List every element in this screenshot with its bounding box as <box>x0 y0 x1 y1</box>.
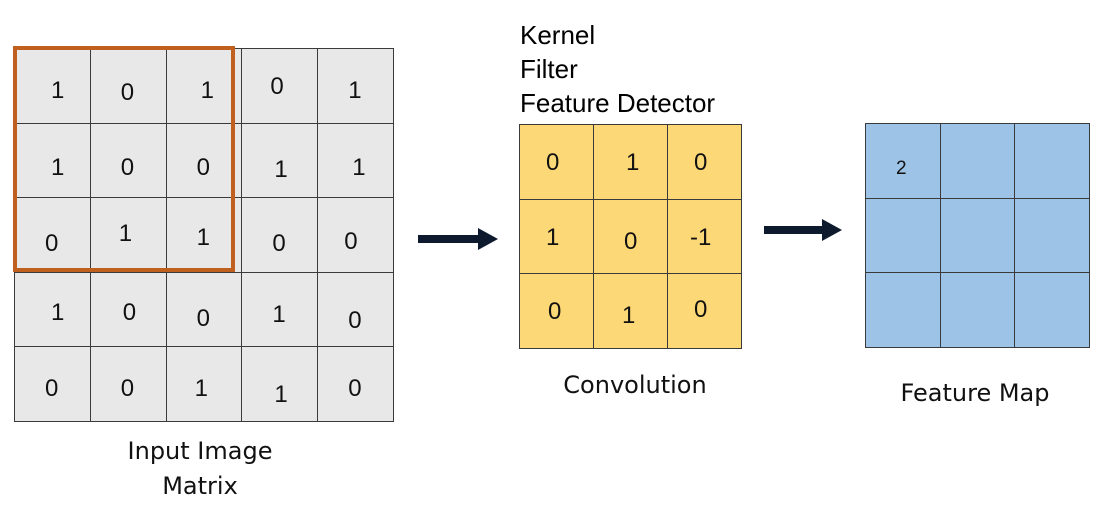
input-matrix-cell-value: 0 <box>45 375 59 403</box>
input-matrix-label-line2: Matrix <box>162 471 238 500</box>
input-matrix-cell-value: 0 <box>120 79 135 106</box>
right-arrow-icon <box>418 228 498 250</box>
input-matrix-cell-value: 0 <box>122 298 137 326</box>
input-matrix-cell: 0 <box>166 123 243 199</box>
kernel-matrix-cell-value: 0 <box>548 298 562 326</box>
input-matrix-cell: 1 <box>15 123 91 199</box>
kernel-matrix-cell-value: 0 <box>694 296 708 324</box>
input-matrix-cell-value: 1 <box>194 375 208 403</box>
kernel-matrix-cell: 0 <box>594 199 668 275</box>
input-matrix-cell-value: 1 <box>274 381 288 409</box>
input-matrix-cell: 0 <box>15 198 91 273</box>
input-matrix-cell: 1 <box>15 272 91 348</box>
input-matrix-cell: 0 <box>242 49 319 124</box>
input-matrix-cell: 0 <box>318 272 394 348</box>
input-matrix-cell-value: 0 <box>344 228 358 256</box>
input-matrix-cell-value: 0 <box>270 73 284 100</box>
kernel-matrix-cell: 0 <box>520 125 594 200</box>
input-matrix-cell-value: 1 <box>200 77 214 104</box>
input-matrix-cell: 0 <box>166 272 243 348</box>
input-matrix-cell-value: 0 <box>348 375 362 403</box>
kernel-name-filter: Filter <box>520 54 578 84</box>
input-matrix-cell-value: 0 <box>272 230 286 258</box>
input-matrix-cell: 1 <box>242 123 319 199</box>
input-matrix-cell: 0 <box>90 123 167 199</box>
convolution-label: Convolution <box>563 371 707 399</box>
input-matrix-cell-value: 1 <box>51 298 65 326</box>
kernel-name-feature-detector: Feature Detector <box>520 88 716 118</box>
kernel-matrix: 0 1 0 1 0 -1 0 1 0 <box>519 124 742 349</box>
input-matrix-cell: 0 <box>318 198 394 273</box>
input-matrix-cell: 0 <box>242 198 319 273</box>
input-matrix-cell: 1 <box>242 272 319 348</box>
kernel-matrix-cell: 0 <box>668 125 742 200</box>
kernel-matrix-cell-value: -1 <box>690 223 712 251</box>
feature-map-cell <box>940 198 1016 274</box>
feature-map-cell <box>940 124 1016 199</box>
feature-map-cell <box>1015 273 1090 348</box>
input-matrix-cell-value: 0 <box>196 304 210 332</box>
kernel-matrix-cell-value: 0 <box>624 227 638 255</box>
feature-map-cell <box>1015 198 1090 274</box>
input-matrix-cell: 1 <box>15 49 91 124</box>
input-matrix-cell: 0 <box>15 347 91 422</box>
feature-map-cell-value: 2 <box>896 158 907 179</box>
kernel-name-kernel: Kernel <box>520 20 596 50</box>
feature-map-cell <box>866 273 941 348</box>
input-matrix-cell: 1 <box>166 347 243 422</box>
input-matrix-cell-value: 0 <box>348 306 362 334</box>
feature-map-cell <box>940 273 1016 348</box>
feature-map-matrix: 2 <box>865 123 1090 348</box>
kernel-matrix-cell: -1 <box>668 199 742 275</box>
input-matrix-cell-value: 1 <box>348 77 362 104</box>
input-matrix-cell-value: 1 <box>51 77 65 104</box>
feature-map-cell: 2 <box>866 124 941 199</box>
kernel-matrix-cell: 1 <box>594 274 668 349</box>
input-matrix-cell-value: 1 <box>196 224 210 252</box>
input-matrix-cell-value: 1 <box>352 153 366 181</box>
kernel-matrix-cell-value: 1 <box>626 149 640 176</box>
input-matrix-cell-value: 1 <box>274 155 288 183</box>
kernel-matrix-cell: 0 <box>668 274 742 349</box>
receptive-field-highlight <box>13 46 235 272</box>
input-matrix-cell-value: 0 <box>45 230 59 258</box>
feature-map-label: Feature Map <box>900 379 1050 407</box>
input-matrix-cell: 0 <box>90 347 167 422</box>
input-matrix-cell-value: 0 <box>196 153 210 181</box>
kernel-matrix-cell-value: 1 <box>622 302 636 330</box>
kernel-matrix-cell: 1 <box>594 125 668 200</box>
input-matrix-cell-value: 1 <box>272 300 286 328</box>
input-matrix-cell: 1 <box>166 198 243 273</box>
input-matrix-cell: 0 <box>90 49 167 124</box>
input-matrix-cell: 1 <box>166 49 243 124</box>
right-arrow-icon <box>764 219 842 241</box>
input-matrix-cell: 0 <box>318 347 394 422</box>
input-matrix-cell: 1 <box>318 123 394 199</box>
input-matrix-label-line1: Input Image <box>127 437 273 465</box>
input-matrix-cell-value: 0 <box>120 153 135 181</box>
input-matrix-label: Input Image Matrix <box>100 434 300 504</box>
kernel-matrix-cell: 1 <box>520 199 594 275</box>
input-matrix-cell-value: 1 <box>118 220 133 248</box>
feature-map-cell <box>866 198 941 274</box>
input-matrix-cell: 1 <box>90 198 167 273</box>
input-matrix-cell: 1 <box>242 347 319 422</box>
kernel-names: Kernel Filter Feature Detector <box>520 18 715 120</box>
input-matrix-cell-value: 1 <box>51 153 65 181</box>
feature-map-cell <box>1015 124 1090 199</box>
input-matrix-cell: 1 <box>318 49 394 124</box>
kernel-matrix-cell: 0 <box>520 274 594 349</box>
kernel-matrix-cell-value: 0 <box>546 149 560 176</box>
input-matrix-cell-value: 0 <box>120 375 135 403</box>
kernel-matrix-cell-value: 0 <box>694 149 708 176</box>
kernel-matrix-cell-value: 1 <box>546 223 560 251</box>
input-image-matrix: 1 0 1 0 1 1 0 0 1 1 0 1 1 0 0 1 0 0 1 0 0 0 1 1 0 <box>14 48 394 422</box>
input-matrix-cell: 0 <box>90 272 167 348</box>
